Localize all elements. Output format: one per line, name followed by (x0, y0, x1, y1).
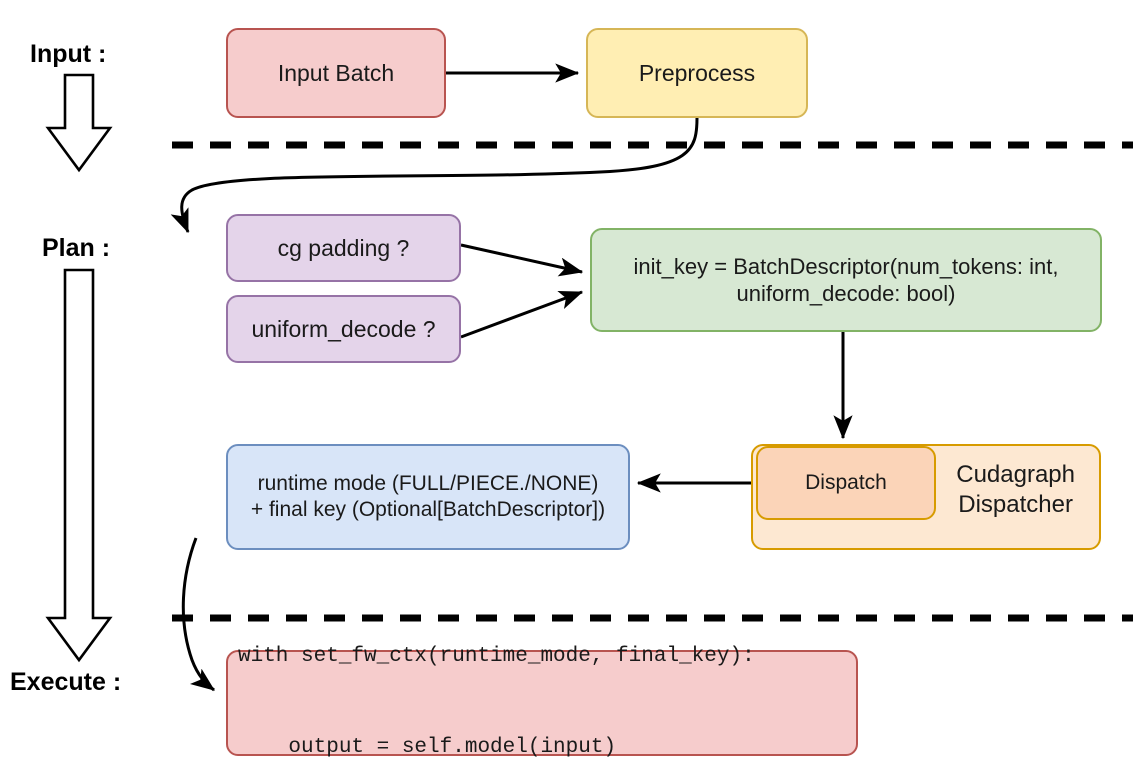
input-to-plan-arrow (45, 73, 113, 173)
node-cg-padding-label: cg padding ? (277, 234, 410, 261)
edge-preprocess-to-cg-padding (170, 117, 699, 234)
node-preprocess[interactable]: Preprocess (586, 28, 808, 118)
node-input-batch-label: Input Batch (277, 59, 395, 86)
node-runtime-mode[interactable]: runtime mode (FULL/PIECE./NONE) + final … (226, 444, 630, 550)
edge-uniform-decode-to-init-key (460, 290, 584, 339)
node-exec-code-line1: with set_fw_ctx(runtime_mode, final_key)… (238, 645, 755, 669)
node-exec-code[interactable]: with set_fw_ctx(runtime_mode, final_key)… (226, 645, 858, 759)
stage-label-input: Input : (30, 40, 107, 68)
node-input-batch[interactable]: Input Batch (226, 28, 446, 118)
node-init-key-line1: init_key = BatchDescriptor(num_tokens: i… (633, 253, 1059, 279)
plan-to-execute-arrow (45, 268, 113, 663)
node-uniform-decode[interactable]: uniform_decode ? (226, 295, 461, 363)
node-uniform-decode-label: uniform_decode ? (251, 315, 436, 342)
node-cudagraph-dispatcher-line2: Dispatcher (958, 491, 1073, 518)
node-dispatch[interactable]: Dispatch (756, 446, 936, 520)
edge-runtime-mode-to-exec-code (181, 537, 215, 692)
edge-cg-padding-to-init-key (460, 243, 584, 277)
node-init-key-line2: uniform_decode: bool) (736, 281, 956, 306)
stage-label-plan: Plan : (42, 234, 111, 262)
node-init-key[interactable]: init_key = BatchDescriptor(num_tokens: i… (590, 228, 1102, 332)
node-preprocess-label: Preprocess (638, 59, 756, 86)
node-runtime-mode-line2: + final key (Optional[BatchDescriptor]) (250, 498, 606, 521)
stage-label-execute: Execute : (10, 668, 122, 696)
node-runtime-mode-line1: runtime mode (FULL/PIECE./NONE) (257, 471, 599, 495)
node-dispatch-label: Dispatch (805, 470, 887, 494)
node-cg-padding[interactable]: cg padding ? (226, 214, 461, 282)
node-exec-code-line2: output = self.model(input) (238, 736, 617, 760)
node-cudagraph-dispatcher-line1: Cudagraph (956, 461, 1075, 488)
